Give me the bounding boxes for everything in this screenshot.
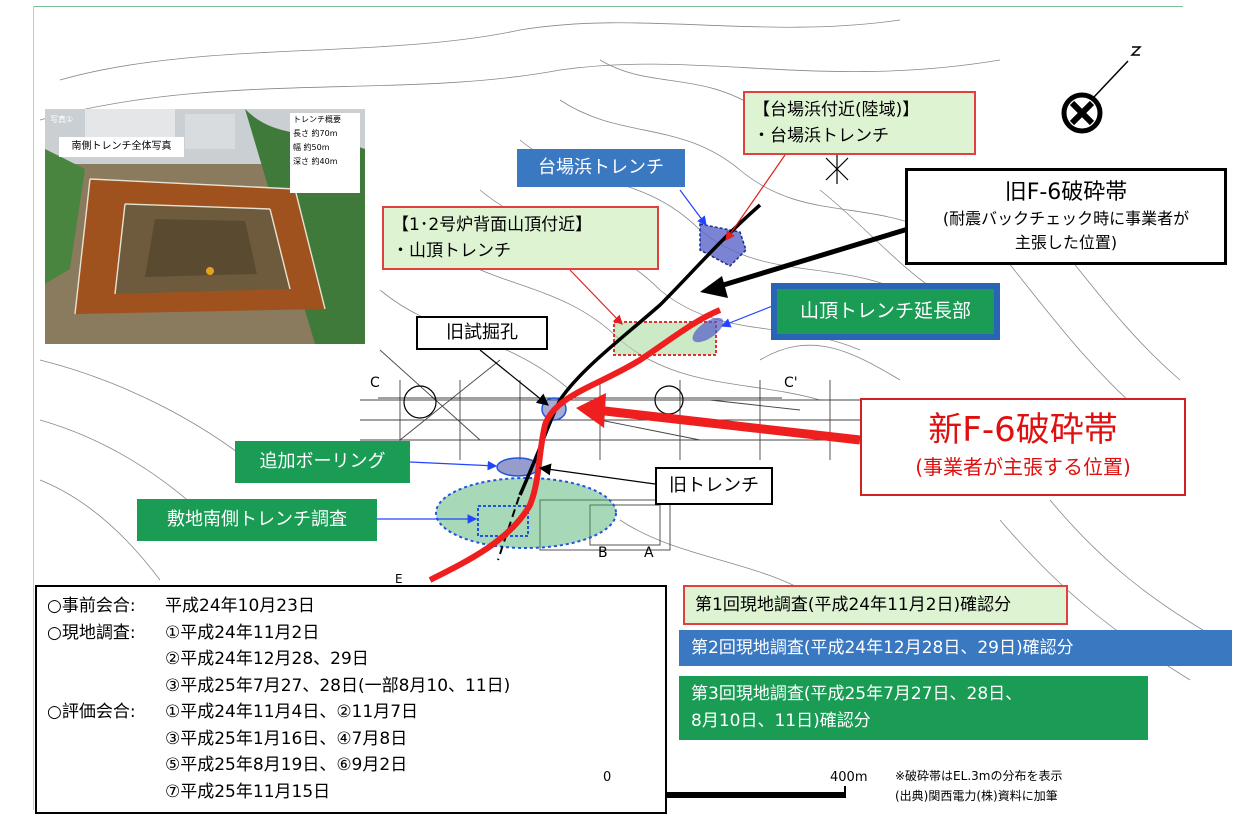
summit-extension-callout: 山頂トレンチ延長部 [771,283,1000,340]
old-f6-desc-1: (耐震バックチェック時に事業者が [942,209,1190,228]
schedule-row: ⑤平成25年8月19日、⑥9月2日 [47,752,665,779]
new-f6-arrow-shaft [595,405,861,445]
old-f6-arrow-shaft [719,223,919,289]
trench-info-heading: トレンチ概要 [293,115,341,124]
schedule-row: ⑦平成25年11月15日 [47,779,665,806]
old-f6-arrow-head [700,276,728,298]
scale-start-label: 0 [603,770,612,785]
photo-number: 写真① [50,115,74,124]
old-trial-pit-label: 旧試掘孔 [416,316,548,350]
north-arrow-icon [1061,46,1142,134]
note-fracture-zone: ※破砕帯はEL.3mの分布を表示 [895,769,1063,783]
schedule-label: ○事前会合: [47,596,136,616]
schedule-row: ○現地調査: ①平成24年11月2日 [47,620,665,647]
schedule-value: ③平成25年7月27、28日(一部8月10、11日) [165,675,511,696]
legend-survey-3: 第3回現地調査(平成25年7月27日、28日、 8月10日、11日)確認分 [679,676,1148,740]
schedule-value: ⑦平成25年11月15日 [165,781,331,802]
daiba-land-title: 【台場浜付近(陸域)】 [753,100,920,120]
daiba-trench-label: 台場浜トレンチ [517,149,685,187]
schedule-label: ○評価会合: [47,702,136,722]
legend-survey-1: 第1回現地調査(平成24年11月2日)確認分 [683,585,1068,625]
legend-survey-3-line-2: 8月10日、11日)確認分 [691,711,871,731]
south-trench-survey-label: 敷地南側トレンチ調査 [137,499,377,541]
old-f6-title: 旧F-6破砕帯 [1004,180,1128,205]
photo-caption: 南側トレンチ全体写真 [59,137,184,157]
summit-extension-area [692,317,724,343]
south-trench-photo: 写真① 南側トレンチ全体写真 トレンチ概要 長さ 約70m 幅 約50m 深さ … [45,109,365,344]
top-border-line [33,6,1183,7]
section-letter-a: A [644,545,654,561]
section-letter-c-prime: C' [784,375,798,391]
schedule-value: ③平成25年1月16日、④7月8日 [165,728,408,749]
schedule-row: ③平成25年7月27、28日(一部8月10、11日) [47,673,665,700]
schedule-value: ①平成24年11月2日 [165,622,320,643]
old-trench-label: 旧トレンチ [655,467,773,505]
schedule-label: ○現地調査: [47,622,136,643]
scale-end-label: 400m [830,770,868,785]
new-f6-title: 新F-6破砕帯 [928,410,1118,450]
summit-area-item: ・山頂トレンチ [392,241,511,261]
survey-point-icon [825,154,849,184]
summit-extension-label: 山頂トレンチ延長部 [777,289,994,334]
new-f6-subtitle: (事業者が主張する位置) [915,455,1131,479]
old-f6-desc-2: 主張した位置) [1014,233,1118,252]
left-border-line [33,6,34,810]
daiba-land-callout: 【台場浜付近(陸域)】 ・台場浜トレンチ [743,91,976,155]
section-letter-e: E [395,572,403,586]
daiba-land-item: ・台場浜トレンチ [753,126,889,146]
section-letter-b: B [598,545,608,561]
new-f6-callout: 新F-6破砕帯 (事業者が主張する位置) [860,398,1186,496]
source-notes: ※破砕帯はEL.3mの分布を表示 (出典)関西電力(株)資料に加筆 [895,766,1062,806]
schedule-row: ○事前会合: 平成24年10月23日 [47,593,665,620]
schedule-row: ②平成24年12月28、29日 [47,646,665,673]
legend-survey-2: 第2回現地調査(平成24年12月28日、29日)確認分 [679,630,1232,666]
schedule-row: ○評価会合: ①平成24年11月4日、②11月7日 [47,699,665,726]
schedule-row: ③平成25年1月16日、④7月8日 [47,726,665,753]
meeting-schedule-box: ○事前会合: 平成24年10月23日 ○現地調査: ①平成24年11月2日 ②平成2… [35,585,667,814]
note-source: (出典)関西電力(株)資料に加筆 [895,789,1058,803]
trench-info-width: 幅 約50m [293,143,330,152]
trench-info-depth: 深さ 約40m [293,157,338,166]
trench-overview-box: トレンチ概要 長さ 約70m 幅 約50m 深さ 約40m [290,113,360,193]
trench-info-length: 長さ 約70m [293,129,338,138]
summit-area-callout: 【1･2号炉背面山頂付近】 ・山頂トレンチ [382,206,659,270]
legend-survey-3-line-1: 第3回現地調査(平成25年7月27日、28日、 [691,684,1023,704]
new-f6-fault-line [428,307,722,583]
new-f6-arrow-head [576,393,606,428]
schedule-value: ⑤平成25年8月19日、⑥9月2日 [165,755,408,775]
schedule-value: ②平成24年12月28、29日 [165,649,369,669]
summit-area-title: 【1･2号炉背面山頂付近】 [392,215,593,235]
section-letter-c: C [370,375,380,391]
old-f6-callout: 旧F-6破砕帯 (耐震バックチェック時に事業者が 主張した位置) [905,168,1227,265]
daiba-trench-area [699,223,747,267]
schedule-value: 平成24年10月23日 [165,596,315,616]
additional-boring-label: 追加ボーリング [235,441,410,483]
schedule-value: ①平成24年11月4日、②11月7日 [165,702,419,722]
facility-grid [360,349,860,551]
